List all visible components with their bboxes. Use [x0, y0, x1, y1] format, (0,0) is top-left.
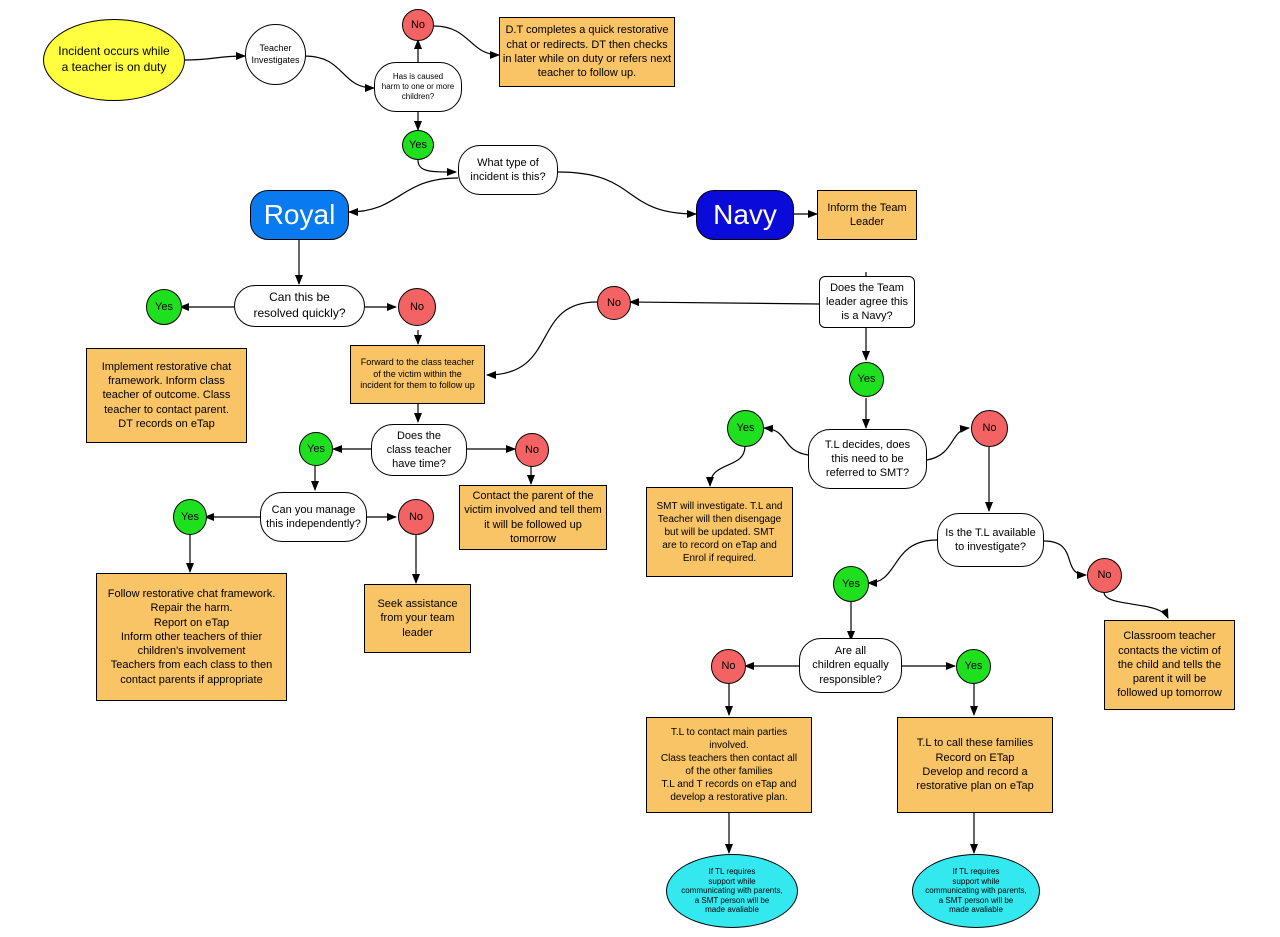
- yes-label: Yes: [307, 442, 325, 455]
- resolve-quickly-question: Can this be resolved quickly?: [234, 285, 365, 327]
- yes-resolve-circle: Yes: [146, 289, 182, 325]
- inform-team-leader-label: Inform the Team Leader: [827, 201, 907, 228]
- implement-chat-label: Implement restorative chat framework. In…: [101, 360, 232, 430]
- refer-smt-question: T.L decides, does this need to be referr…: [808, 429, 927, 489]
- no-label: No: [524, 443, 540, 456]
- smt-support-label-left: If TL requires support while communicati…: [681, 867, 783, 915]
- no-label: No: [982, 422, 997, 435]
- tl-available-question: Is the T.L available to investigate?: [937, 513, 1044, 567]
- no-label: No: [606, 296, 622, 309]
- incident-type-label: What type of incident is this?: [470, 156, 546, 183]
- yes-label: Yes: [964, 660, 983, 673]
- no-resolve-circle: No: [398, 288, 436, 326]
- dt-restorative-label: D.T completes a quick restorative chat o…: [502, 24, 672, 80]
- manage-independently-label: Can you manage this independently?: [266, 503, 361, 530]
- forward-class-teacher-box: Forward to the class teacher of the vict…: [350, 345, 485, 404]
- implement-chat-box: Implement restorative chat framework. In…: [86, 348, 247, 443]
- follow-framework-box: Follow restorative chat framework. Repai…: [96, 573, 287, 701]
- royal-label: Royal: [263, 198, 336, 230]
- refer-smt-label: T.L decides, does this need to be referr…: [824, 438, 911, 480]
- no-label: No: [408, 510, 424, 523]
- yes-agree-circle: Yes: [849, 362, 884, 397]
- tl-main-parties-box: T.L to contact main parties involved. Cl…: [646, 717, 812, 813]
- contact-parent-label: Contact the parent of the victim involve…: [464, 489, 602, 545]
- no-manage-circle: No: [398, 499, 434, 535]
- yes-smt-circle: Yes: [727, 410, 764, 447]
- tl-call-families-box: T.L to call these families Record on ETa…: [897, 717, 1053, 813]
- harm-question-label: Has is caused harm to one or more childr…: [381, 72, 455, 101]
- equally-responsible-label: Are all children equally responsible?: [812, 645, 889, 686]
- smt-support-ellipse-left: If TL requires support while communicati…: [666, 854, 798, 928]
- yes-label: Yes: [857, 373, 876, 386]
- smt-investigate-label: SMT will investigate. T.L and Teacher wi…: [656, 500, 783, 564]
- navy-category: Navy: [696, 190, 794, 240]
- follow-framework-label: Follow restorative chat framework. Repai…: [107, 587, 276, 686]
- manage-independently-question: Can you manage this independently?: [260, 492, 367, 542]
- yes-time-circle: Yes: [299, 432, 333, 466]
- yes-label: Yes: [181, 510, 199, 523]
- inform-team-leader-box: Inform the Team Leader: [817, 190, 917, 240]
- no-label: No: [1097, 569, 1112, 582]
- no-harm-circle: No: [402, 9, 434, 41]
- incident-type-question: What type of incident is this?: [458, 145, 558, 195]
- team-leader-agree-question: Does the Team leader agree this is a Nav…: [819, 276, 915, 328]
- teacher-time-label: Does the class teacher have time?: [386, 429, 452, 471]
- team-leader-agree-label: Does the Team leader agree this is a Nav…: [826, 281, 908, 323]
- teacher-time-question: Does the class teacher have time?: [371, 424, 467, 476]
- no-smt-circle: No: [971, 410, 1008, 447]
- harm-question: Has is caused harm to one or more childr…: [374, 62, 462, 112]
- yes-harm-circle: Yes: [402, 130, 434, 160]
- teacher-investigates-label: Teacher Investigates: [251, 42, 300, 65]
- no-time-circle: No: [515, 433, 549, 467]
- navy-label: Navy: [713, 198, 777, 230]
- yes-equal-circle: Yes: [956, 649, 991, 684]
- classroom-teacher-box: Classroom teacher contacts the victim of…: [1104, 620, 1235, 710]
- dt-restorative-box: D.T completes a quick restorative chat o…: [499, 17, 675, 87]
- yes-label: Yes: [842, 577, 860, 590]
- yes-label: Yes: [736, 422, 755, 435]
- royal-category: Royal: [250, 190, 349, 240]
- yes-label: Yes: [409, 138, 427, 151]
- yes-label: Yes: [155, 300, 173, 313]
- yes-available-circle: Yes: [833, 566, 869, 602]
- smt-support-ellipse-right: If TL requires support while communicati…: [912, 854, 1040, 928]
- tl-available-label: Is the T.L available to investigate?: [945, 526, 1036, 553]
- classroom-teacher-label: Classroom teacher contacts the victim of…: [1117, 630, 1222, 700]
- no-label: No: [409, 300, 425, 313]
- smt-support-label-right: If TL requires support while communicati…: [925, 867, 1027, 915]
- contact-parent-box: Contact the parent of the victim involve…: [459, 485, 607, 550]
- forward-class-teacher-label: Forward to the class teacher of the vict…: [360, 356, 475, 391]
- seek-assistance-label: Seek assistance from your team leader: [377, 598, 458, 639]
- no-label: No: [410, 18, 426, 31]
- yes-manage-circle: Yes: [173, 499, 207, 535]
- equally-responsible-question: Are all children equally responsible?: [799, 638, 902, 693]
- start-ellipse: Incident occurs while a teacher is on du…: [43, 19, 185, 101]
- seek-assistance-box: Seek assistance from your team leader: [364, 584, 471, 653]
- no-agree-circle: No: [597, 286, 631, 320]
- no-equal-circle: No: [711, 649, 746, 684]
- tl-call-families-label: T.L to call these families Record on ETa…: [916, 737, 1034, 793]
- teacher-investigates-node: Teacher Investigates: [245, 24, 306, 85]
- smt-investigate-box: SMT will investigate. T.L and Teacher wi…: [646, 487, 793, 577]
- no-available-circle: No: [1087, 558, 1122, 593]
- tl-main-parties-label: T.L to contact main parties involved. Cl…: [660, 727, 798, 803]
- resolve-quickly-label: Can this be resolved quickly?: [253, 290, 346, 320]
- no-label: No: [721, 660, 736, 673]
- start-label: Incident occurs while a teacher is on du…: [58, 44, 170, 74]
